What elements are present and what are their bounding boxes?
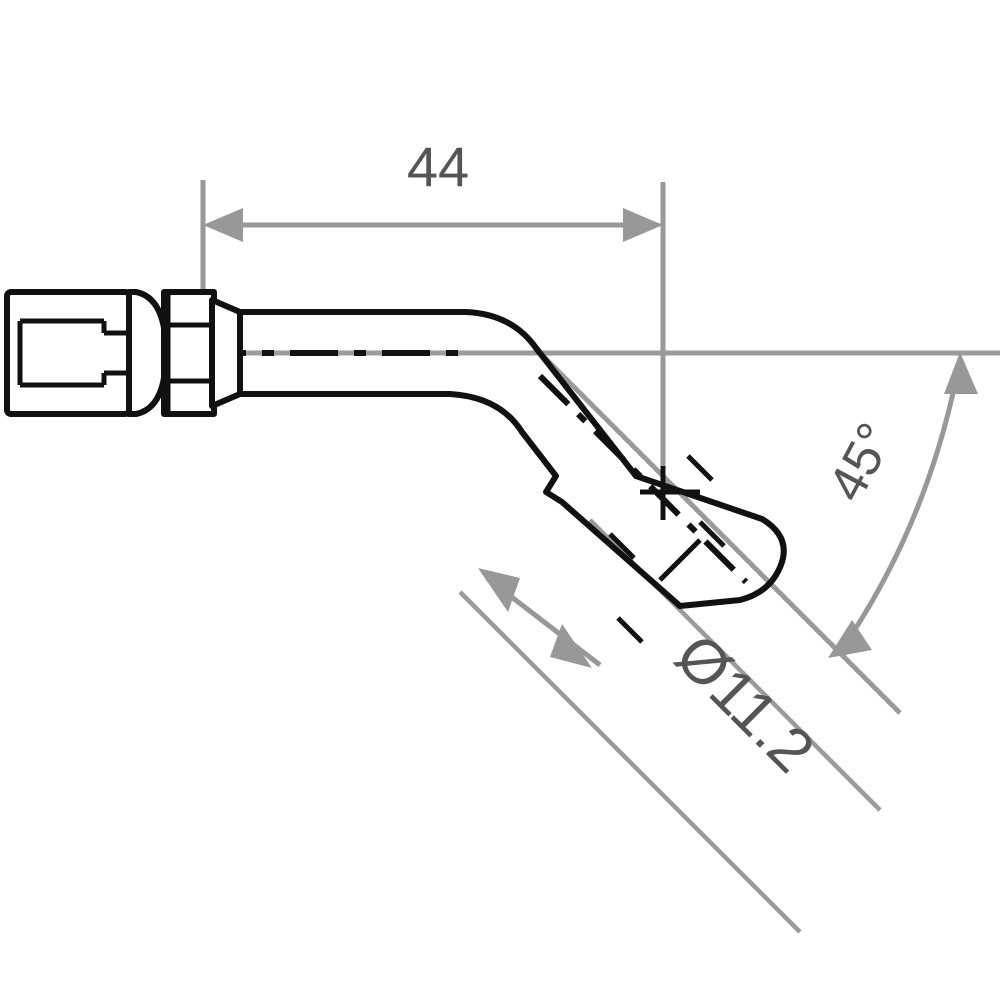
fitting-collar bbox=[161, 289, 217, 417]
collar-rect bbox=[161, 289, 217, 417]
angle-arc bbox=[845, 369, 961, 642]
length-dimension-label: 44 bbox=[407, 135, 469, 198]
fitting-barrel bbox=[126, 289, 169, 417]
ring-mark-3 bbox=[698, 520, 726, 548]
fitting-nut-body bbox=[4, 289, 132, 417]
centerline-angled-dashdot bbox=[537, 373, 749, 585]
tube-bottom-edge bbox=[237, 391, 683, 609]
ring-mark-2 bbox=[608, 532, 636, 560]
hose-end-cap bbox=[633, 473, 787, 609]
angle-dimension-group bbox=[828, 352, 978, 658]
diameter-dimension-label: Ø11.2 bbox=[662, 621, 827, 786]
arrowhead-right bbox=[623, 208, 663, 242]
nut-outer-rect bbox=[4, 289, 132, 417]
tube-top-edge bbox=[237, 309, 639, 479]
taper-shape bbox=[209, 297, 243, 409]
ring-mark-5 bbox=[658, 538, 702, 582]
centerline-angled bbox=[537, 373, 749, 585]
diameter-arrowhead-upper bbox=[478, 568, 520, 612]
angle-dimension-label: 45° bbox=[817, 414, 905, 511]
barrel-shape bbox=[126, 289, 169, 417]
diameter-arrowhead-lower bbox=[550, 624, 592, 668]
ring-mark-4 bbox=[616, 616, 644, 644]
length-dimension-group bbox=[200, 180, 666, 492]
diameter-extension-line-upper bbox=[458, 590, 802, 934]
ring-mark-1 bbox=[686, 454, 714, 482]
hose-end-ring-marks bbox=[608, 454, 726, 644]
hose-tube-body bbox=[237, 309, 683, 609]
arrowhead-left bbox=[203, 208, 243, 242]
hose-end-cap-edge bbox=[633, 473, 787, 609]
angle-arrowhead-top bbox=[944, 352, 978, 394]
angle-arrowhead-bottom bbox=[828, 620, 872, 658]
fitting-taper bbox=[209, 297, 243, 409]
